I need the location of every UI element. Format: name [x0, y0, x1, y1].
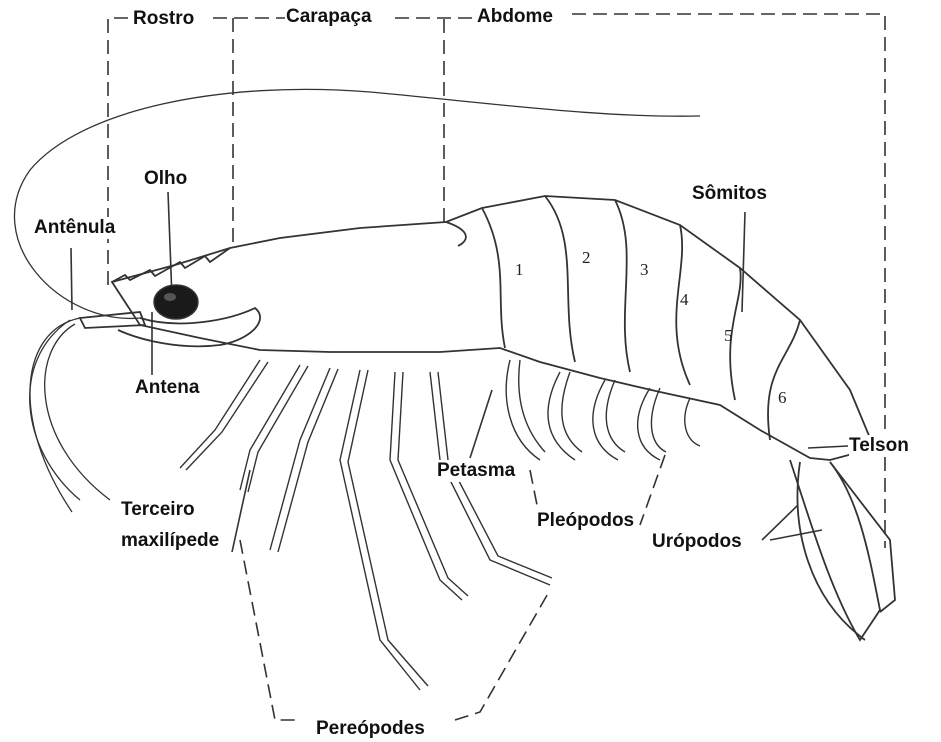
pereopod-4 [390, 372, 468, 600]
segment-line-3 [615, 200, 630, 372]
segment-line-1 [482, 208, 505, 348]
pleopodos-right [640, 455, 665, 525]
body [80, 196, 895, 640]
label-antenula: Antênula [34, 217, 115, 239]
dashed-brackets [108, 14, 885, 720]
label-rostro: Rostro [133, 8, 194, 30]
pleopod-2 [548, 372, 582, 460]
label-antena: Antena [135, 377, 199, 399]
pleopod-1 [506, 360, 545, 460]
pereopod-3 [340, 370, 428, 690]
segment-line-6 [768, 320, 800, 440]
label-pereopodes: Pereópodes [316, 718, 425, 740]
pleopod-4 [638, 388, 666, 460]
eye-highlight [164, 293, 176, 301]
pereopodes-left [240, 540, 300, 720]
label-carapaca: Carapaça [286, 6, 372, 28]
label-telson: Telson [849, 435, 909, 457]
uropodos-pointer-1 [762, 505, 798, 540]
label-olho: Olho [144, 168, 187, 190]
somitos-pointer [742, 212, 745, 312]
label-somitos: Sômitos [692, 183, 767, 205]
pereopod-2 [270, 368, 338, 552]
pereopodes-right [455, 590, 550, 720]
body-outline [112, 196, 870, 460]
antennule-flagellum-3 [30, 320, 80, 500]
rostro-bracket-left [108, 18, 135, 285]
petasma-pointer [470, 390, 492, 458]
label-pleopodos: Pleópodos [537, 510, 634, 532]
carapace-groove [446, 222, 466, 246]
antennule-flagellum-2 [45, 324, 110, 500]
antenula-pointer [71, 248, 72, 310]
uropod-1 [790, 460, 880, 640]
telson-pointer [808, 446, 848, 448]
segment-number-1: 1 [515, 260, 524, 280]
pleopods [506, 360, 700, 460]
olho-pointer [168, 192, 172, 298]
pereopods [180, 360, 552, 690]
segment-number-6: 6 [778, 388, 787, 408]
label-petasma: Petasma [437, 460, 515, 482]
pleopod-3 [593, 380, 625, 460]
segment-number-3: 3 [640, 260, 649, 280]
maxilipede-pointer [232, 470, 250, 552]
antennae [14, 89, 700, 512]
antenna-flagellum-main [14, 89, 700, 318]
uropod-2 [798, 462, 865, 640]
segment-number-4: 4 [680, 290, 689, 310]
label-abdome: Abdome [477, 6, 553, 28]
segment-number-2: 2 [582, 248, 591, 268]
antennule-flagellum-1 [30, 318, 80, 512]
abdome-bracket [572, 14, 885, 548]
segment-number-5: 5 [724, 326, 733, 346]
segment-line-2 [545, 196, 575, 362]
label-uropodos: Urópodos [652, 531, 742, 553]
label-terceiro-line2: maxilípede [121, 530, 219, 552]
label-terceiro-line1: Terceiro [121, 499, 195, 521]
pereopod-1 [240, 365, 308, 492]
eye-shape [154, 285, 198, 319]
antennule-peduncle [80, 312, 145, 328]
pleopod-5 [685, 398, 700, 446]
